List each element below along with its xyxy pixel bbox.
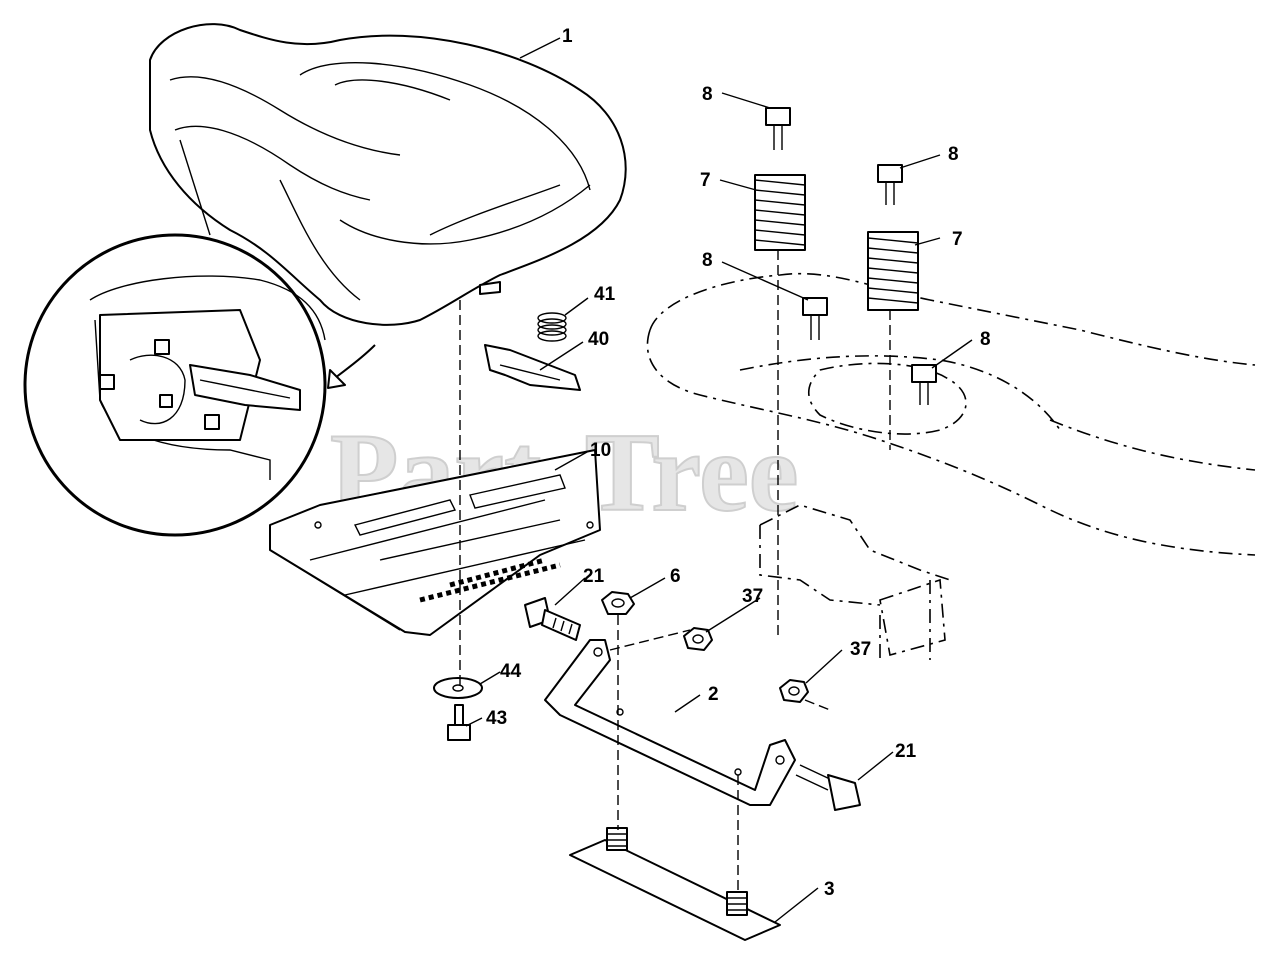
bolt-mid-b <box>911 364 937 405</box>
callout-spring-b: 7 <box>952 229 963 250</box>
callout-bolt-mid-b: 8 <box>980 329 991 350</box>
callout-bolt-top-b: 8 <box>948 144 959 165</box>
callout-washer: 44 <box>500 661 522 682</box>
spring-a <box>754 174 806 251</box>
callout-spring-a: 7 <box>700 170 711 191</box>
callout-small-spring: 41 <box>594 284 616 305</box>
latch-detail-inset <box>23 233 376 537</box>
small-spring <box>537 312 567 342</box>
callout-base-plate: 3 <box>824 879 835 900</box>
washer <box>433 677 483 699</box>
callout-locknut-lower: 37 <box>850 639 871 660</box>
callout-shoulder-bolt-left: 21 <box>583 566 605 587</box>
locknut-lower <box>779 679 809 703</box>
bracket <box>544 639 796 806</box>
assembly-center-lines <box>459 250 891 892</box>
callout-labels: 1 8 8 7 7 8 8 41 40 10 6 21 37 37 44 43 … <box>486 26 991 900</box>
callout-shoulder-bolt-right: 21 <box>895 741 917 762</box>
shoulder-bolt-left <box>524 597 581 641</box>
callout-seat-pan: 10 <box>590 440 611 461</box>
latch <box>484 344 581 391</box>
callout-bracket: 2 <box>708 684 719 705</box>
callout-nut: 6 <box>670 566 681 587</box>
locknut-upper <box>683 627 713 651</box>
leader-lines <box>465 37 973 923</box>
shoulder-bolt-right <box>795 764 861 811</box>
callout-seat: 1 <box>562 26 573 47</box>
callout-screw: 43 <box>486 708 507 729</box>
screw <box>447 704 471 741</box>
bolt-top-a <box>765 107 791 150</box>
base-plate <box>569 827 781 941</box>
seat <box>149 23 627 326</box>
callout-bolt-mid-a: 8 <box>702 250 713 271</box>
callout-bolt-top-a: 8 <box>702 84 713 105</box>
spring-b <box>867 231 919 311</box>
callout-latch: 40 <box>588 329 609 350</box>
bolt-mid-a <box>802 297 828 340</box>
seat-pan <box>269 449 601 636</box>
bolt-top-b <box>877 164 903 205</box>
nut <box>601 591 635 615</box>
callout-locknut-upper: 37 <box>742 586 763 607</box>
tractor-frame-outline <box>646 272 1256 660</box>
